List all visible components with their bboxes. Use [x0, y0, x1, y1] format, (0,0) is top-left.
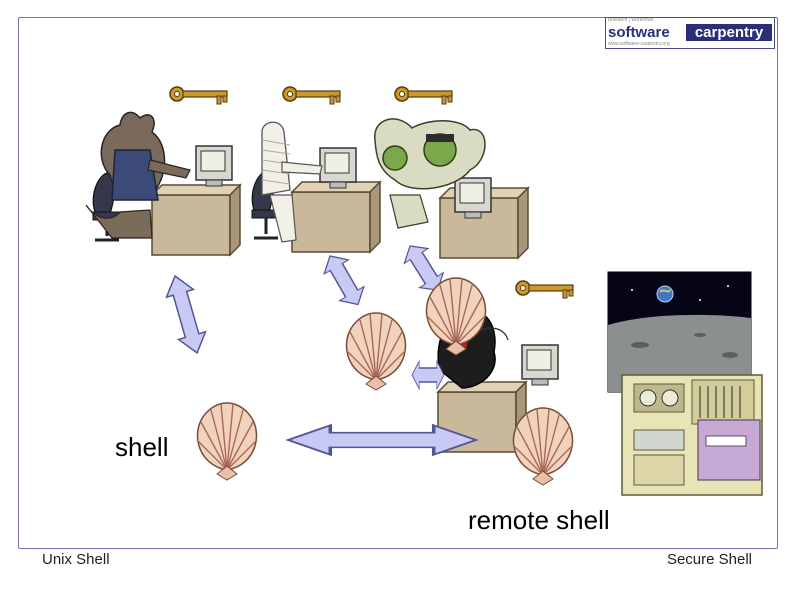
arrow-shell-to-remote-shell	[286, 423, 478, 457]
software-carpentry-logo: research | workflows software carpentry …	[605, 17, 775, 49]
logo-tagline-top: research | workflows	[608, 17, 654, 23]
remote-shell-label: remote shell	[468, 505, 610, 535]
arrow-wolf-to-shell	[160, 271, 212, 358]
arrow-vampire-to-remote-computer	[411, 360, 445, 390]
mummy-user	[250, 121, 381, 253]
slide-frame	[18, 17, 778, 549]
shell-label: shell	[115, 432, 169, 462]
logo-word-software: software	[608, 24, 670, 41]
shell-icon-remote	[512, 407, 574, 486]
shell-icon-mummy	[345, 312, 407, 391]
footer-section-title: Secure Shell	[666, 551, 752, 568]
logo-tagline-bottom: www.software-carpentry.org	[608, 41, 670, 47]
arrow-mummy-to-remote	[317, 248, 371, 313]
logo-word-carpentry: carpentry	[686, 24, 772, 41]
key-icon-vampire	[515, 280, 574, 299]
key-icon-frankenstein	[394, 86, 453, 105]
remote-computer	[607, 271, 763, 496]
footer-course-title: Unix Shell	[42, 551, 110, 568]
shell-icon-local	[196, 402, 258, 481]
wolf-user	[85, 111, 241, 256]
key-icon-wolf	[169, 86, 228, 105]
frankenstein-user	[374, 118, 529, 259]
key-icon-mummy	[282, 86, 341, 105]
